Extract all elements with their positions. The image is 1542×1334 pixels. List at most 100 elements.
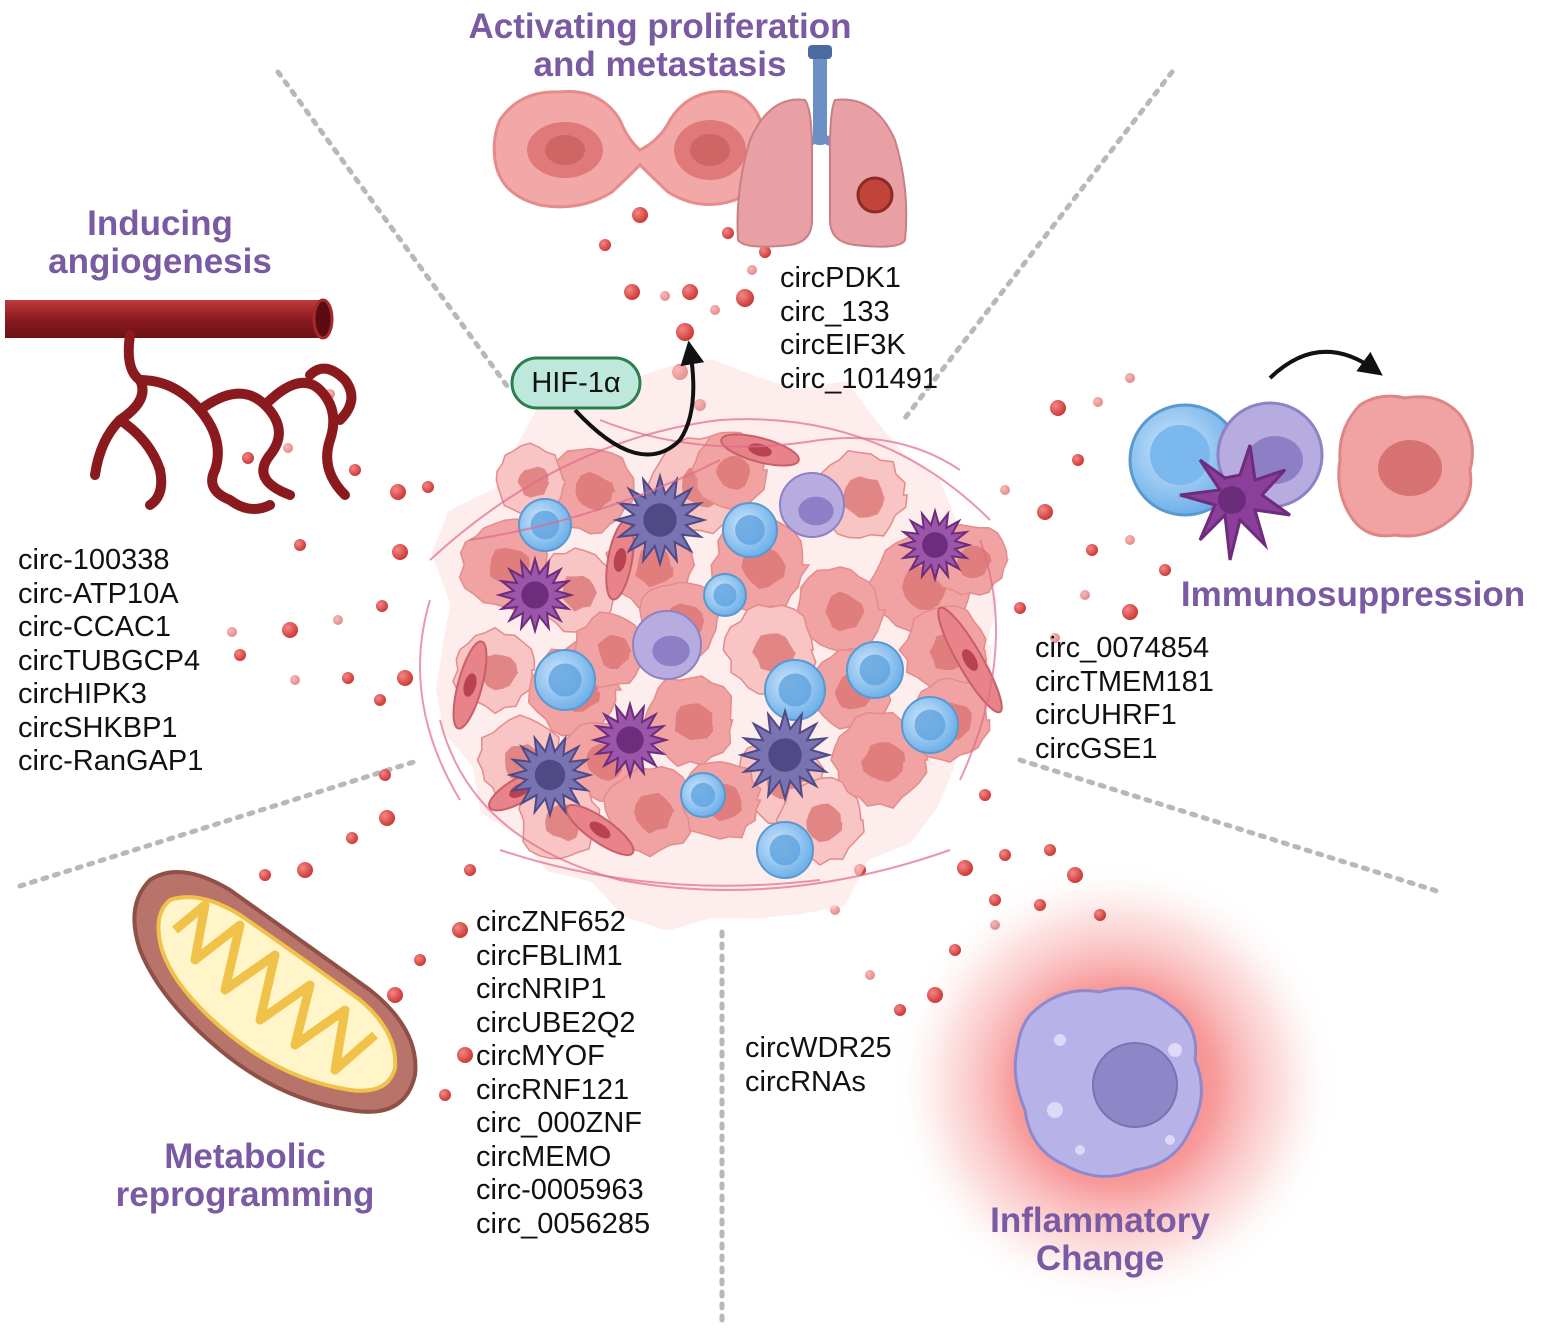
circrna-item: circTUBGCP4	[18, 644, 201, 677]
fibroblast	[565, 804, 635, 856]
vesicle-dot	[1159, 564, 1171, 576]
heading-immunosuppression: Immunosuppression	[1170, 576, 1536, 614]
circrna-list-immunosuppression: circ_0074854 circTMEM181 circUHRF1 circG…	[1035, 632, 1214, 766]
circrna-item: circEIF3K	[780, 329, 906, 361]
circrna-item: circ-CCAC1	[18, 611, 172, 643]
ecm-fiber	[439, 719, 951, 891]
vesicle-dot	[736, 289, 754, 307]
ecm-fiber	[959, 539, 997, 781]
circrna-list-inflammatory: circWDR25 circRNAs	[745, 1032, 892, 1099]
vesicle-dot	[927, 987, 943, 1003]
circrna-item: circHIPK3	[18, 678, 147, 710]
vesicle-dot	[342, 672, 354, 684]
monocyte-nucleus	[652, 635, 690, 667]
dendritic-cell-nucleus	[768, 738, 802, 772]
fibroblast-nucleus	[463, 673, 477, 697]
heading-proliferation: Activating proliferation and metastasis	[420, 8, 900, 84]
vesicle-dot	[1122, 604, 1138, 620]
tumor-cell-icon	[1337, 394, 1474, 538]
vesicle-dot	[387, 987, 403, 1003]
hif-label: HIF-1α	[531, 367, 621, 399]
divider-right	[1017, 757, 1443, 895]
lymphocyte-nucleus	[778, 673, 812, 707]
circrna-item: circGSE1	[1035, 732, 1158, 765]
heading-line: angiogenesis	[48, 242, 272, 281]
vesicle-dot	[865, 970, 875, 980]
vesicle-dot	[999, 849, 1011, 861]
circrna-item: circSHKBP1	[18, 711, 178, 744]
heading-line: Metabolic	[164, 1137, 326, 1176]
tumor-cell-nucleus	[675, 703, 714, 740]
heading-angiogenesis: Inducing angiogenesis	[40, 205, 280, 281]
tumor-microenvironment-icon	[419, 359, 1009, 931]
vesicle-dot	[1125, 373, 1135, 383]
tumor-cell-nucleus	[956, 545, 992, 579]
dividing-cell-icon	[492, 90, 768, 209]
tumor-cell-nucleus	[575, 471, 616, 511]
tumor-cell-nucleus	[597, 634, 632, 669]
vesicle-dot	[1067, 867, 1083, 883]
circrna-item: circNRIP1	[476, 973, 607, 1005]
heading-inflammatory: Inflammatory Change	[960, 1202, 1240, 1278]
heading-line: and metastasis	[533, 45, 787, 84]
circrna-item: circTMEM181	[1035, 665, 1214, 698]
lymphocyte-nucleus	[769, 834, 801, 866]
circrna-item: circ_0056285	[476, 1207, 651, 1240]
tumor-cell-nucleus	[806, 803, 843, 843]
lymphocyte-nucleus	[690, 782, 716, 808]
heading-metabolic: Metabolic reprogramming	[100, 1138, 390, 1214]
lymphocyte-nucleus	[713, 583, 737, 607]
vesicle-dot	[294, 539, 306, 551]
vesicle-dot	[227, 627, 237, 637]
vesicle-dot	[379, 810, 395, 826]
vesicle-dot	[676, 323, 694, 341]
vesicle-dot	[390, 484, 406, 500]
heading-line: Inflammatory	[990, 1201, 1210, 1240]
vesicle-dot	[1086, 544, 1098, 556]
ecm-fiber	[429, 418, 991, 561]
vesicle-dot	[376, 600, 388, 612]
dendritic-cell-nucleus	[922, 532, 948, 558]
vesicle-dot	[392, 544, 408, 560]
vesicle-dot	[333, 615, 343, 625]
macrophage-icon	[1013, 986, 1203, 1178]
vesicle-dot	[747, 265, 757, 275]
hif-group	[510, 340, 705, 457]
circrna-item: circRNF121	[476, 1073, 630, 1106]
lymphocyte-nucleus	[735, 515, 765, 545]
heading-line: Activating proliferation	[468, 7, 852, 46]
tumor-cell-nucleus	[861, 742, 906, 783]
monocyte-nucleus	[798, 496, 834, 526]
vesicle-dot	[599, 239, 611, 251]
dendritic-cell-nucleus	[521, 581, 549, 609]
blood-vessel-icon	[5, 298, 357, 514]
vesicle-dot	[297, 862, 313, 878]
vesicle-dot	[660, 291, 670, 301]
extracellular-vesicles	[227, 207, 1171, 1101]
circrna-item: circ_000ZNF	[476, 1107, 642, 1139]
lymphocyte-nucleus	[914, 709, 946, 741]
circrna-item: circPDK1	[780, 262, 901, 294]
vesicle-dot	[989, 894, 1001, 906]
vesicle-dot	[894, 1004, 906, 1016]
fibroblast	[937, 606, 1003, 714]
vesicle-dot	[1000, 485, 1010, 495]
fibroblast-nucleus	[589, 821, 611, 839]
fibroblast-nucleus	[962, 649, 978, 671]
vesicle-dot	[457, 1047, 473, 1063]
circrna-item: circMYOF	[476, 1040, 605, 1072]
divider-top-right	[902, 69, 1175, 421]
vesicle-dot	[949, 944, 961, 956]
lymphocyte-nucleus	[859, 654, 891, 686]
dendritic-cell-nucleus	[534, 759, 566, 791]
tumor-cell-nucleus	[634, 792, 675, 834]
heading-line: Change	[1035, 1239, 1165, 1278]
circrna-item: circZNF652	[476, 906, 626, 938]
divider-top-left	[275, 69, 513, 393]
circrna-item: circ-ATP10A	[18, 577, 179, 610]
vesicle-dot	[722, 227, 734, 239]
vesicle-dot	[422, 481, 434, 493]
circrna-item: circMEMO	[476, 1140, 612, 1173]
vesicle-dot	[682, 284, 698, 300]
